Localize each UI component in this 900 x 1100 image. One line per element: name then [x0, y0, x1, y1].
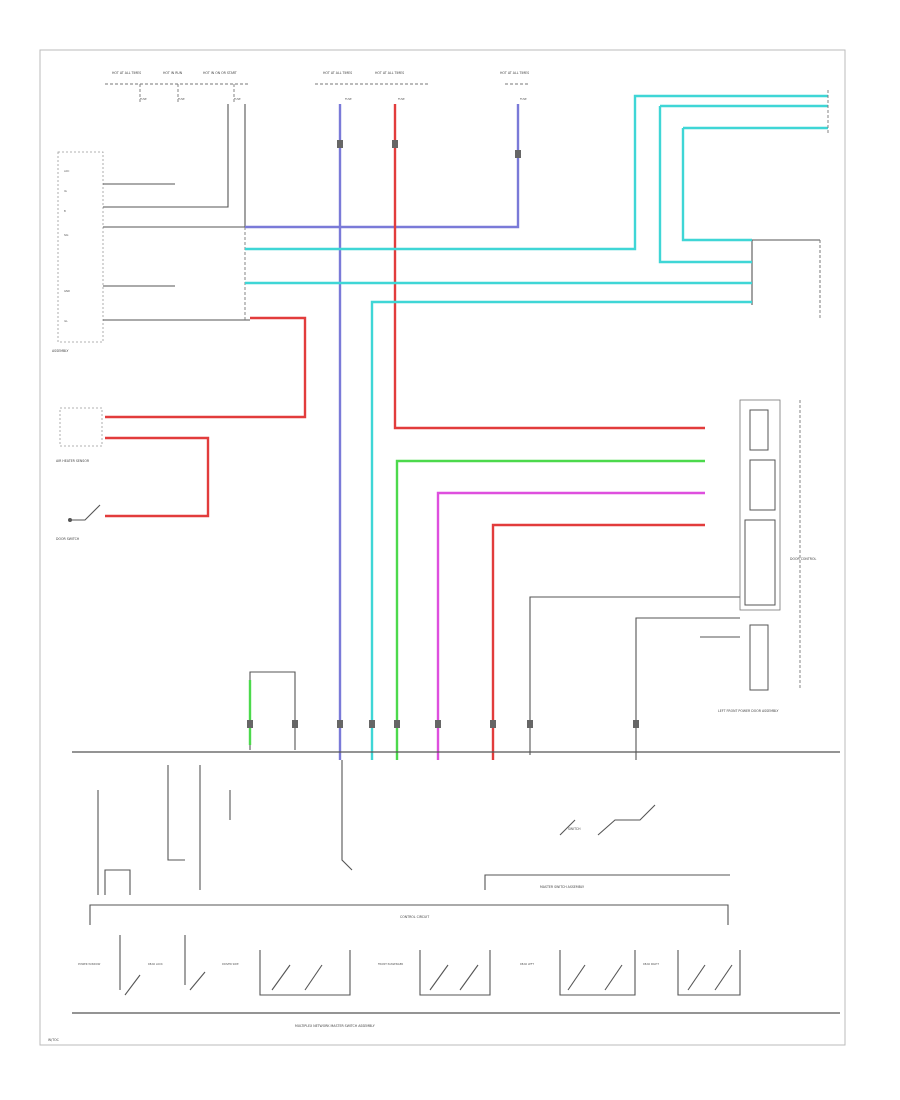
- switch-center-label: SWITCH: [568, 827, 581, 831]
- switch-group-label-5: REAR LEFT: [520, 962, 534, 966]
- bottom-assembly: MULTIPLEX NETWORK MASTER SWITCH ASSEMBLY: [72, 1012, 840, 1028]
- heater-sensor-unit: AIR HEATER SENSOR: [56, 407, 103, 463]
- bottom-switch-row: POWER WINDOW REAR LOCK DRIVER SIDE FRONT…: [78, 935, 741, 996]
- fuse-block-label-3: HOT IN ON OR START: [203, 71, 237, 75]
- fuse-labels: HOT AT ALL TIMES HOT IN RUN HOT IN ON OR…: [112, 71, 529, 101]
- connector-pins: [247, 140, 639, 728]
- left-door-switch: DOOR SWITCH: [56, 504, 101, 541]
- pin-label-ill: ILL: [64, 319, 68, 323]
- fuse-block-label-4: HOT AT ALL TIMES: [323, 71, 352, 75]
- switch-group-label-2: REAR LOCK: [148, 962, 163, 966]
- pin-label-sig: SIG: [64, 233, 68, 237]
- fuse-label-3: FUSE: [234, 97, 241, 101]
- pin-label-ig: IG: [64, 189, 67, 193]
- footer-label: W/TOC: [48, 1038, 60, 1042]
- fuse-block-label-6: HOT AT ALL TIMES: [500, 71, 529, 75]
- fuse-label-1: FUSE: [140, 97, 147, 101]
- cyan-wires: [245, 94, 828, 760]
- switch-group-label-1: POWER WINDOW: [78, 962, 101, 966]
- fuse-block-label-1: HOT AT ALL TIMES: [112, 71, 141, 75]
- right-module-label: DOOR CONTROL: [790, 557, 816, 561]
- top-right-connector: [819, 90, 829, 310]
- fuse-label-5: FUSE: [398, 97, 405, 101]
- switch-panel-label: MASTER SWITCH ASSEMBLY: [540, 885, 584, 889]
- pin-label-acc: ACC: [64, 169, 70, 173]
- fuse-label-6: FUSE: [520, 97, 527, 101]
- pin-label-b: B: [64, 209, 66, 213]
- heater-unit-label: AIR HEATER SENSOR: [56, 459, 90, 463]
- fuse-label-4: FUSE: [345, 97, 352, 101]
- control-circuit-bracket: CONTROL CIRCUIT: [89, 904, 729, 925]
- left-switch-label: DOOR SWITCH: [56, 537, 80, 541]
- black-wires: [103, 84, 821, 871]
- fuse-label-2: FUSE: [178, 97, 185, 101]
- fuse-block-label-5: HOT AT ALL TIMES: [375, 71, 404, 75]
- fuse-block-label-2: HOT IN RUN: [163, 71, 183, 75]
- red-wires: [105, 104, 705, 760]
- switch-group-label-6: REAR RIGHT: [643, 962, 659, 966]
- right-lower-module-label: LEFT FRONT POWER DOOR ASSEMBLY: [718, 709, 778, 713]
- diagram-frame: [39, 49, 846, 1046]
- bottom-assembly-label: MULTIPLEX NETWORK MASTER SWITCH ASSEMBLY: [295, 1024, 375, 1028]
- pin-label-gnd: GND: [64, 289, 70, 293]
- switch-group-label-4: FRONT PASSENGER: [378, 962, 403, 966]
- green-wires: [248, 459, 705, 760]
- left-connector-block: ACC IG B SIG GND ILL ASSEMBLY: [52, 151, 104, 353]
- master-switch-internal: SWITCH MASTER SWITCH ASSEMBLY: [97, 765, 730, 895]
- magenta-wire: [436, 491, 705, 760]
- control-circuit-label: CONTROL CIRCUIT: [400, 915, 429, 919]
- left-module-label: ASSEMBLY: [52, 349, 69, 353]
- right-door-module: DOOR CONTROL LEFT FRONT POWER DOOR ASSEM…: [718, 399, 816, 713]
- blue-wire: [245, 104, 520, 760]
- switch-group-label-3: DRIVER SIDE: [222, 962, 239, 966]
